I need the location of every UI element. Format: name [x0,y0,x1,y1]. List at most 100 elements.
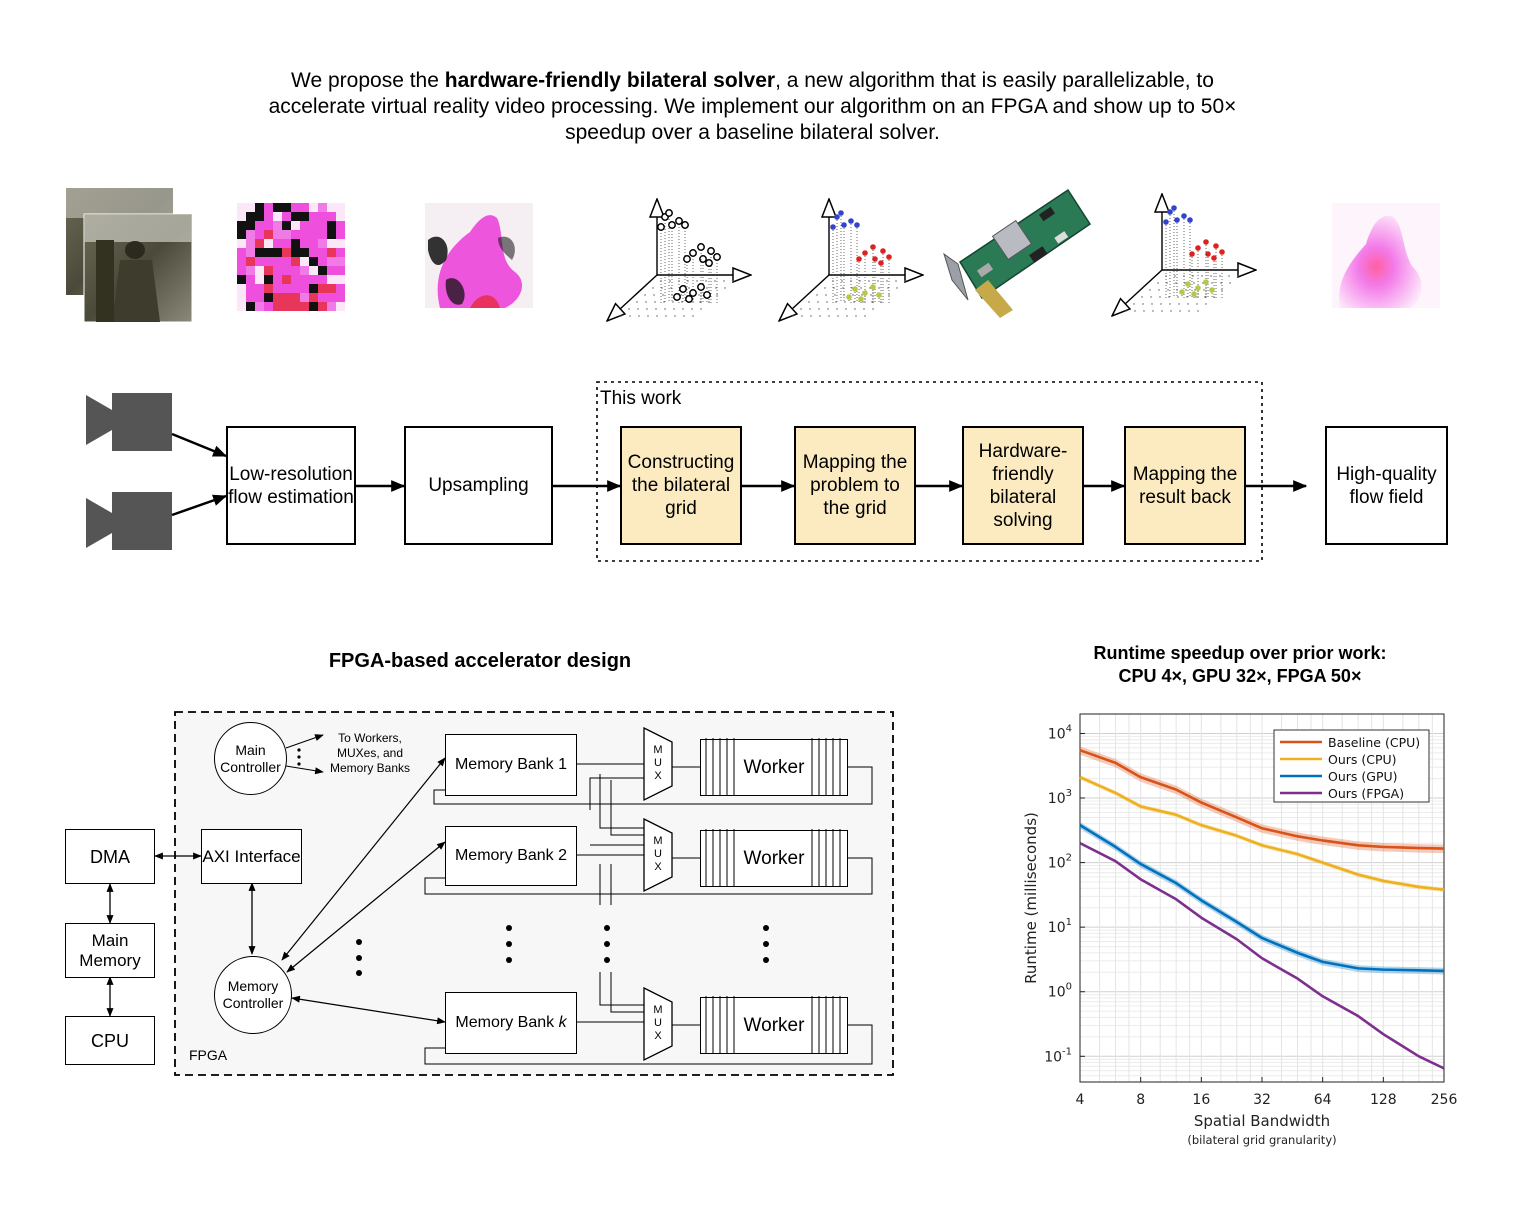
lowres-cell [246,239,255,248]
lowres-cell [246,248,255,257]
lowres-cell [309,212,318,221]
grid-point [679,285,687,293]
lowres-cell [237,275,246,284]
chart-title: Runtime speedup over prior work: [1093,643,1387,663]
grid-floor-dot [1228,275,1230,277]
lowres-cell [237,230,246,239]
grid-point [1213,243,1219,249]
grid-floor-dot [1221,289,1223,291]
lowres-cell [237,284,246,293]
lowres-cell [327,248,336,257]
grid-floor-dot [1194,289,1196,291]
grid-floor-dot [724,287,726,289]
memory-bank-k-var: k [558,1014,567,1031]
grid-point [705,259,713,267]
lowres-cell [264,266,273,275]
lowres-cell [264,230,273,239]
lowres-cell [300,221,309,230]
lowres-cell [300,212,309,221]
grid-floor-dot [860,287,862,289]
grid-point [854,222,860,228]
mux-letter: X [654,1030,662,1042]
lowres-cell [318,275,327,284]
y-tick-label: 100 [1048,982,1072,1001]
lowres-cell [237,203,246,212]
lowres-cell [336,257,345,266]
worker-1: Worker [700,738,848,796]
grid-floor-dot [654,301,656,303]
grid-floor-dot [904,280,906,282]
grid-floor-dot [673,308,675,310]
worker-label: Worker [743,847,805,869]
lowres-cell [327,203,336,212]
grid-floor-dot [670,287,672,289]
worker-lanes [705,829,841,887]
x-tick-label: 8 [1136,1092,1145,1108]
grid-axis [1112,269,1163,316]
lowres-cell [246,284,255,293]
grid-floor-dot [1134,310,1136,312]
lowres-cell [318,248,327,257]
grid-floor-dot [1141,296,1143,298]
lowres-cell [318,257,327,266]
grid-floor-dot [800,308,802,310]
grid-point [830,224,836,230]
mux-letter: M [653,835,663,847]
grid-point [862,290,868,296]
lowres-cell [237,293,246,302]
grid-floor-dot [827,308,829,310]
lowres-cell [273,275,282,284]
grid-floor-dot [732,280,734,282]
lowres-cell [318,302,327,311]
lowres-cell [237,239,246,248]
lowres-cell [336,284,345,293]
lowres-cell [291,230,300,239]
mux-letter: U [654,1017,662,1029]
lowres-cell [300,239,309,248]
lowres-cell [291,302,300,311]
grid-point [838,210,844,216]
grid-point [713,253,721,261]
lowres-cell [255,248,264,257]
grid-floor-dot [1161,310,1163,312]
grid-floor-dot [1201,275,1203,277]
step-map-back: Mapping the result back [1124,426,1246,545]
grid-floor-dot [691,308,693,310]
grid-point [1205,251,1211,257]
lowres-cell [282,248,291,257]
grid-floor-dot [828,315,830,317]
grid-floor-dot [808,301,810,303]
grid-point [668,221,676,229]
lowres-cell [327,212,336,221]
chart-subtitle: CPU 4×, GPU 32×, FPGA 50× [1118,666,1362,686]
lowres-cell [255,275,264,284]
grid-floor-dot [698,294,700,296]
lowres-cell [264,221,273,230]
grid-floor-dot [1143,310,1145,312]
grid-point [870,284,876,290]
grid-floor-dot [886,280,888,282]
memory-bank-2: Memory Bank 2 [445,826,577,886]
grid-point [872,256,878,262]
x-axis-sublabel: (bilateral grid granularity) [1187,1133,1336,1147]
grid-point [707,247,715,255]
grid-floor-dot [819,315,821,317]
lowres-cell [237,248,246,257]
lowres-cell [309,257,318,266]
worker-lanes [705,996,841,1054]
grid-colored-icon [779,199,923,321]
y-tick-label: 104 [1048,723,1072,742]
main-controller-circle: Main Controller [214,722,287,795]
grid-floor-dot [716,294,718,296]
grid-floor-dot [846,315,848,317]
chart-title-block: Runtime speedup over prior work: CPU 4×,… [1040,642,1440,688]
grid-floor-dot [1203,289,1205,291]
step-map-to-grid: Mapping the problem to the grid [794,426,916,545]
lowres-cell [291,239,300,248]
grid-floor-dot [715,287,717,289]
grid-floor-dot [636,301,638,303]
lowres-cell [246,275,255,284]
grid-floor-dot [1237,275,1239,277]
lowres-cell [255,266,264,275]
grid-floor-dot [1193,282,1195,284]
